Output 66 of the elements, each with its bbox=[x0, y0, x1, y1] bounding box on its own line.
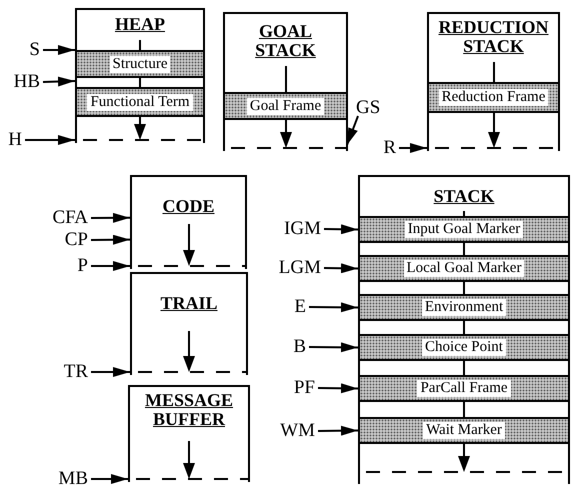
pointer-label: P bbox=[77, 256, 88, 276]
pointer-label: S bbox=[29, 40, 40, 60]
memory-area-box bbox=[130, 175, 247, 269]
arrow bbox=[91, 367, 130, 377]
arrow bbox=[346, 116, 359, 146]
arrow bbox=[91, 261, 130, 271]
area-title: CODE bbox=[161, 197, 216, 216]
arrow bbox=[42, 76, 76, 87]
stack-frame bbox=[360, 375, 568, 402]
arrow bbox=[324, 224, 358, 234]
stack-frame bbox=[225, 92, 346, 120]
memory-area-box bbox=[427, 12, 560, 151]
frame-label: Structure bbox=[110, 56, 170, 72]
pointer-label: CFA bbox=[52, 208, 88, 228]
area-title: GOAL STACK bbox=[254, 22, 317, 60]
arrow bbox=[25, 135, 75, 145]
stack-frame bbox=[360, 334, 568, 361]
frame-label: Goal Frame bbox=[246, 98, 324, 114]
area-title: TRAIL bbox=[159, 294, 218, 313]
arrow bbox=[43, 45, 75, 55]
memory-area-box bbox=[130, 272, 248, 375]
stack-frame bbox=[77, 50, 203, 78]
stack-frame bbox=[77, 87, 203, 117]
stack-frame bbox=[429, 82, 558, 113]
arrow bbox=[308, 302, 358, 312]
arrow bbox=[318, 426, 358, 436]
arrow bbox=[91, 474, 128, 484]
frame-label: Choice Point bbox=[422, 339, 506, 356]
arrow bbox=[324, 263, 358, 274]
frame-label: Wait Marker bbox=[423, 422, 505, 439]
stack-frame bbox=[360, 417, 568, 444]
area-title: MESSAGE BUFFER bbox=[144, 391, 234, 429]
memory-area-box bbox=[223, 12, 348, 151]
stack-frame bbox=[360, 294, 568, 321]
pointer-label: TR bbox=[64, 362, 88, 382]
area-title: REDUCTION STACK bbox=[437, 18, 550, 56]
arrow bbox=[318, 383, 358, 394]
arrow bbox=[90, 234, 130, 245]
pointer-label: WM bbox=[280, 421, 315, 441]
pointer-label: MB bbox=[58, 469, 88, 488]
frame-label: Input Goal Marker bbox=[404, 221, 524, 238]
pointer-label: B bbox=[293, 337, 306, 357]
pointer-label: PF bbox=[294, 378, 315, 398]
frame-label: ParCall Frame bbox=[417, 380, 511, 397]
pointer-label: E bbox=[294, 297, 306, 317]
frame-label: Functional Term bbox=[87, 94, 193, 110]
arrow bbox=[308, 342, 358, 352]
frame-label: Environment bbox=[422, 299, 506, 316]
stack-frame bbox=[360, 255, 568, 282]
pointer-label: IGM bbox=[284, 219, 321, 239]
memory-area-box bbox=[358, 175, 570, 484]
frame-label: Reduction Frame bbox=[438, 89, 548, 106]
memory-area-box bbox=[128, 385, 250, 482]
area-title: STACK bbox=[432, 187, 496, 206]
pointer-label: GS bbox=[356, 98, 380, 118]
pointer-label: H bbox=[8, 130, 22, 150]
pointer-label: HB bbox=[14, 72, 40, 92]
stack-frame bbox=[360, 216, 568, 243]
frame-label: Local Goal Marker bbox=[404, 260, 524, 277]
memory-area-box bbox=[75, 8, 205, 143]
arrow bbox=[91, 212, 130, 223]
arrow bbox=[399, 143, 427, 153]
pointer-label: R bbox=[383, 138, 396, 158]
pointer-label: CP bbox=[64, 230, 88, 250]
area-title: HEAP bbox=[114, 15, 166, 34]
pointer-label: LGM bbox=[278, 258, 321, 278]
